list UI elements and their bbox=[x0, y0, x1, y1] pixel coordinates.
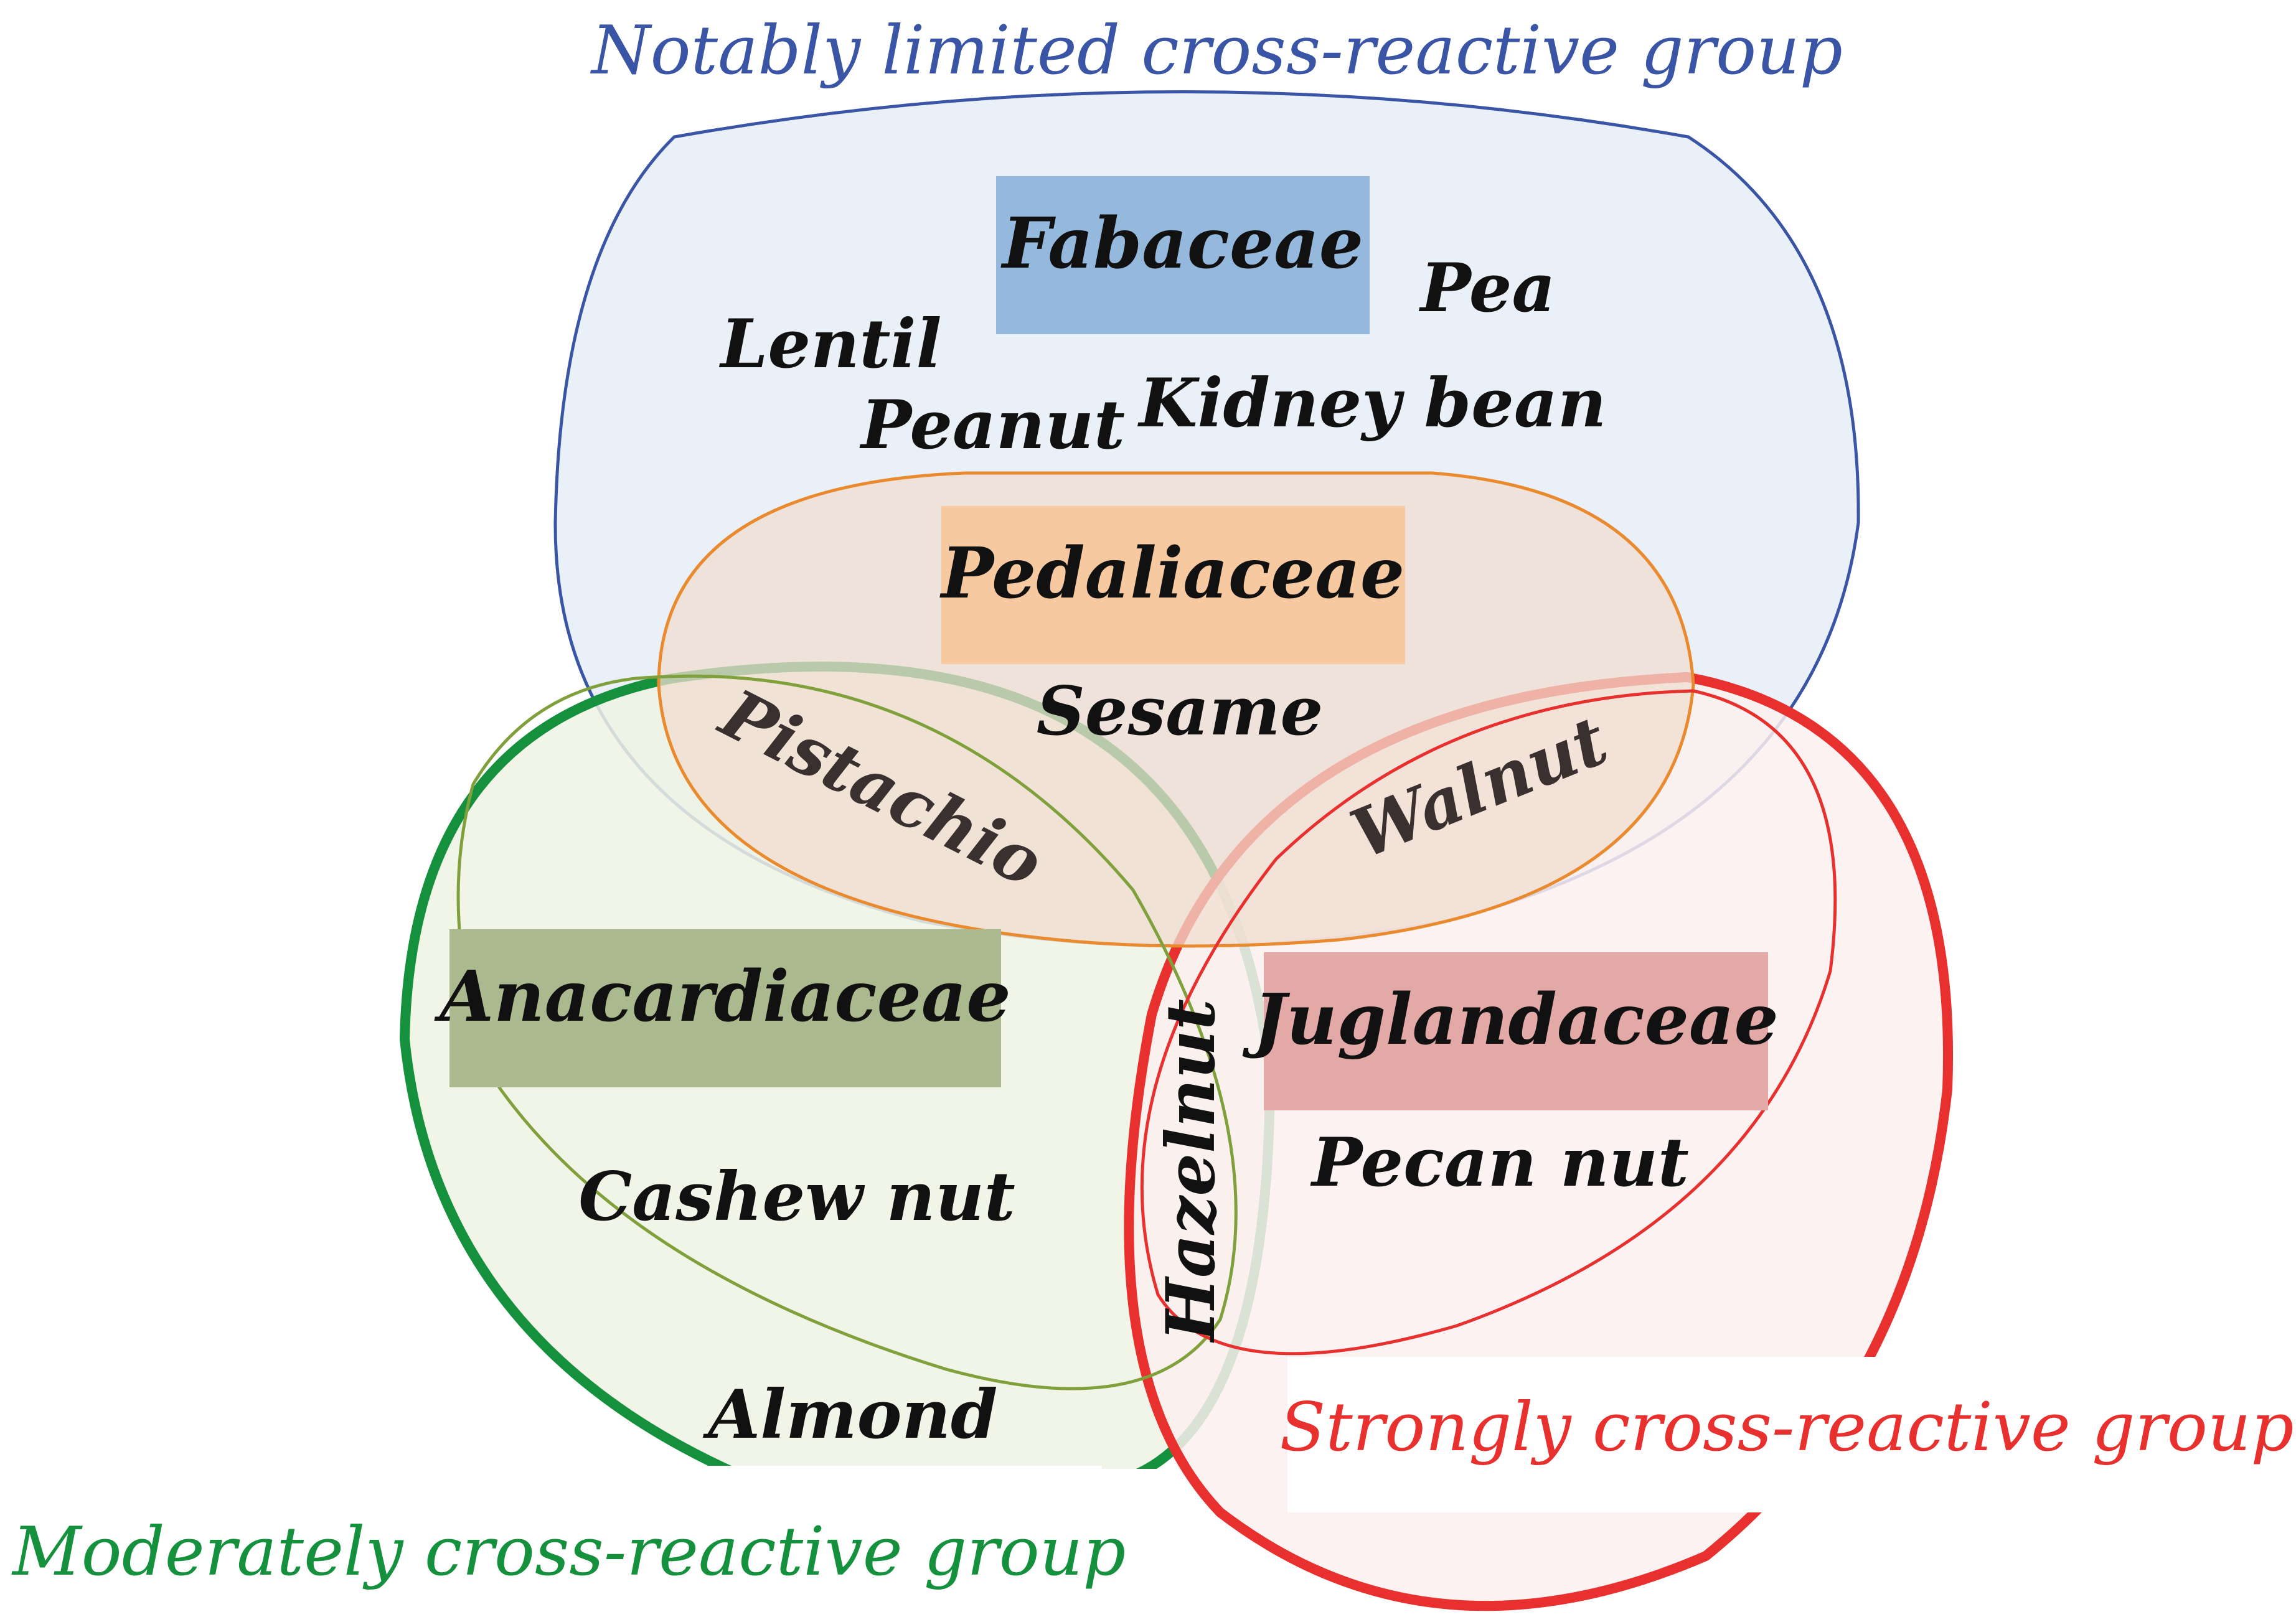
fabaceae-box bbox=[996, 176, 1370, 334]
anacardiaceae-box bbox=[449, 929, 1001, 1087]
food-almond: Almond bbox=[702, 1376, 997, 1454]
food-pecan-nut: Pecan nut bbox=[1310, 1123, 1689, 1202]
strong-title-backdrop bbox=[1287, 1357, 2296, 1512]
fabaceae-label: Fabaceae bbox=[1000, 203, 1363, 284]
food-lentil: Lentil bbox=[718, 305, 941, 383]
food-cashew-nut: Cashew nut bbox=[578, 1158, 1015, 1236]
pedaliaceae-outline bbox=[657, 471, 1695, 948]
anacardiaceae-outline bbox=[456, 674, 1238, 1390]
juglandaceae-box bbox=[1264, 952, 1768, 1110]
food-hazelnut: Hazelnut bbox=[1152, 999, 1230, 1343]
juglandaceae-outline bbox=[1140, 689, 1837, 1356]
pedaliaceae-box bbox=[941, 506, 1405, 664]
pedaliaceae-label: Pedaliaceae bbox=[939, 533, 1404, 614]
food-kidney-bean: Kidney bean bbox=[1137, 364, 1607, 443]
anacardiaceae-label: Anacardiaceae bbox=[434, 956, 1010, 1038]
juglandaceae-label: Juglandaceae bbox=[1242, 979, 1778, 1061]
food-sesame: Sesame bbox=[1037, 672, 1323, 751]
moderate-title-backdrop bbox=[0, 1466, 1102, 1615]
limited-group-title: Notably limited cross-reactive group bbox=[590, 12, 1843, 90]
food-peanut: Peanut bbox=[859, 386, 1125, 464]
food-pea: Pea bbox=[1418, 249, 1555, 327]
moderate-group-title: Moderately cross-reactive group bbox=[11, 1513, 1126, 1591]
strong-group-title: Strongly cross-reactive group bbox=[1279, 1389, 2294, 1466]
